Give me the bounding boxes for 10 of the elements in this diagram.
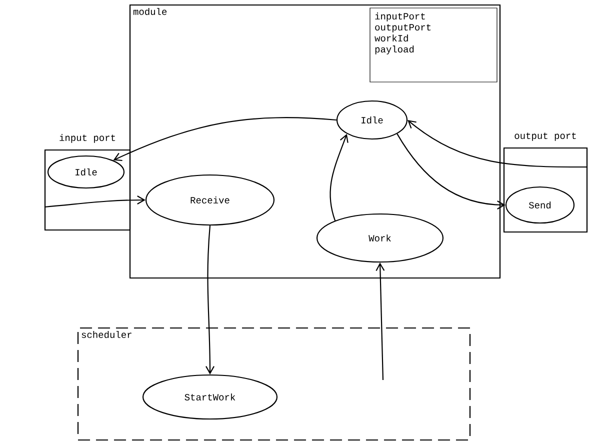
arrow	[113, 117, 336, 162]
node-label: input port	[60, 134, 116, 143]
field-list-box: inputPort outputPort workId payload	[370, 8, 498, 82]
arrow	[396, 134, 506, 210]
arrow	[44, 196, 146, 208]
arrow	[408, 120, 588, 168]
node-label: output port	[514, 132, 576, 141]
arrow	[206, 226, 214, 374]
arrow	[376, 262, 385, 380]
arrow	[330, 134, 348, 221]
